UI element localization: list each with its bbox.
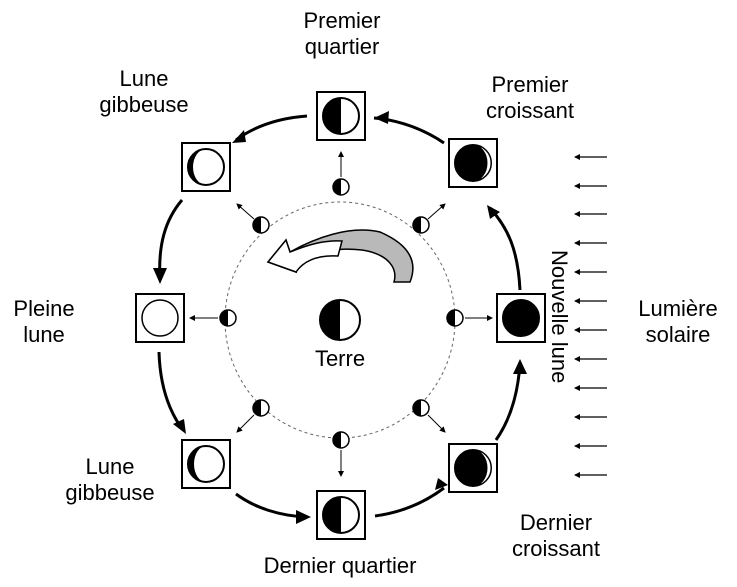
label-lune-gibbeuse-top: Lune gibbeuse: [99, 66, 189, 117]
phase-box-pleine-lune: [135, 293, 185, 343]
orbit-moon-top-left: [252, 216, 270, 234]
orbit-moon-top: [332, 178, 350, 196]
label-lune-gibbeuse-bottom: Lune gibbeuse: [65, 454, 155, 505]
label-dernier-croissant: Dernier croissant: [511, 510, 601, 561]
orbit-moon-bottom: [332, 431, 350, 449]
label-premier-croissant: Premier croissant: [485, 72, 575, 123]
label-dernier-quartier: Dernier quartier: [263, 553, 417, 578]
label-premier-quartier: Premier quartier: [303, 8, 381, 59]
orbit-moon-bottom-right: [412, 399, 430, 417]
rotation-arrow: [266, 229, 414, 283]
orbit-arrowheads: [153, 111, 527, 524]
label-terre: Terre: [314, 346, 366, 371]
orbit-moon-right: [446, 309, 464, 327]
sunlight-arrows: [574, 154, 607, 478]
label-nouvelle-lune: Nouvelle lune: [547, 250, 572, 384]
phase-box-premier-croissant: [448, 138, 498, 188]
phase-box-premier-quartier: [316, 91, 366, 141]
phase-box-dernier-quartier: [316, 490, 366, 540]
view-arrows: [189, 151, 493, 477]
label-pleine-lune: Pleine lune: [13, 296, 75, 347]
phase-box-lune-gibbeuse-top: [181, 142, 231, 192]
phase-box-nouvelle-lune: [496, 293, 546, 343]
phase-box-lune-gibbeuse-bottom: [181, 439, 231, 489]
orbit-moon-bottom-left: [252, 399, 270, 417]
phase-box-dernier-croissant: [448, 443, 498, 493]
orbit-moon-top-right: [412, 216, 430, 234]
earth-icon: [319, 299, 361, 341]
label-lumiere-solaire: Lumière solaire: [638, 296, 718, 347]
orbit-moon-left: [219, 309, 237, 327]
